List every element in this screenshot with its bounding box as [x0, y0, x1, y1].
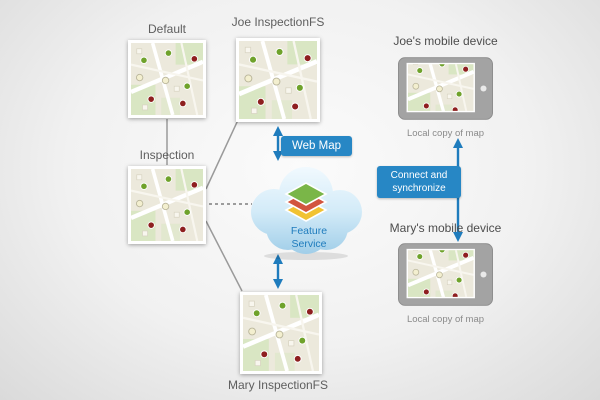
- caption-joe-local-copy: Local copy of map: [406, 128, 485, 139]
- mary-tablet-device: [398, 243, 493, 306]
- map-image: [131, 169, 203, 241]
- map-image: [131, 43, 203, 115]
- layers-icon: [284, 182, 328, 222]
- label-mary-inspectionfs: Mary InspectionFS: [227, 378, 329, 392]
- feature-service-label: Feature Service: [290, 225, 328, 250]
- cloud-shadow: [264, 252, 348, 260]
- web-map-badge: Web Map: [281, 136, 353, 156]
- tablet-icon: [398, 57, 493, 120]
- connect-synchronize-badge: Connect and synchronize: [377, 166, 461, 198]
- label-mary-mobile-device: Mary's mobile device: [389, 221, 502, 235]
- map-thumbnail-joe-inspectionfs: [236, 38, 320, 122]
- map-image: [243, 295, 319, 371]
- tablet-icon: [398, 243, 493, 306]
- label-joe-inspectionfs: Joe InspectionFS: [231, 15, 325, 29]
- label-joe-mobile-device: Joe's mobile device: [393, 34, 498, 48]
- label-inspection: Inspection: [139, 148, 195, 162]
- map-thumbnail-mary-inspectionfs: [240, 292, 322, 374]
- label-default: Default: [147, 22, 187, 36]
- caption-mary-local-copy: Local copy of map: [406, 314, 485, 325]
- feature-service-cloud: [251, 167, 362, 260]
- joe-tablet-device: [398, 57, 493, 120]
- map-thumbnail-default: [128, 40, 206, 118]
- map-thumbnail-inspection: [128, 166, 206, 244]
- map-image: [239, 41, 317, 119]
